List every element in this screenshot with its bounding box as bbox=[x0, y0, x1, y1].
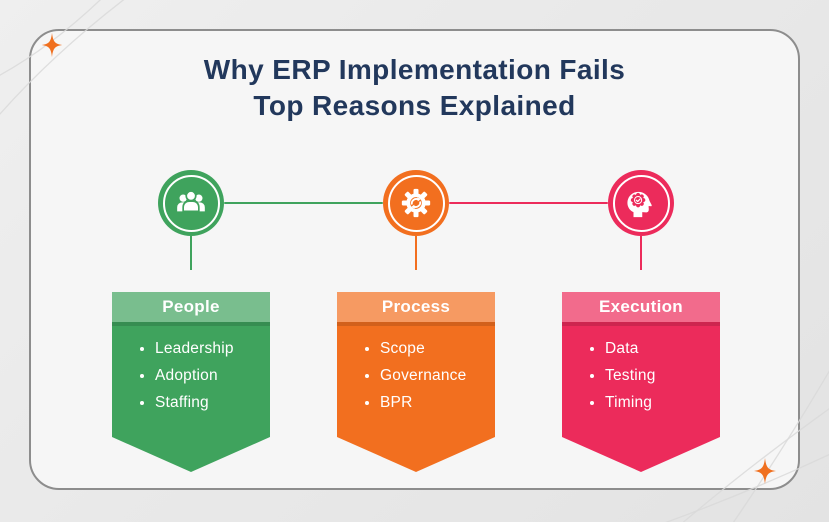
banner-header-execution: Execution bbox=[562, 292, 720, 322]
connector-stem-execution bbox=[639, 236, 643, 270]
connector-stem-process bbox=[414, 236, 418, 270]
list-item: Governance bbox=[365, 362, 487, 389]
list-item-label: Data bbox=[605, 340, 639, 357]
column-execution: Execution Data Testing Timing bbox=[562, 170, 720, 472]
list-item: Data bbox=[590, 335, 712, 362]
connector-line-process-execution bbox=[449, 201, 608, 204]
connector-line-people-process bbox=[224, 201, 383, 204]
bullet-dot bbox=[590, 373, 594, 378]
banner-execution: Execution Data Testing Timing bbox=[562, 292, 720, 472]
bullet-dot bbox=[590, 346, 594, 351]
list-item: Timing bbox=[590, 389, 712, 416]
band-shadow bbox=[562, 322, 720, 326]
banner-people: People Leadership Adoption Staffing bbox=[112, 292, 270, 472]
list-item: Scope bbox=[365, 335, 487, 362]
bullet-dot bbox=[365, 346, 369, 351]
list-item: Testing bbox=[590, 362, 712, 389]
people-circle-badge bbox=[158, 170, 224, 236]
list-item-label: Governance bbox=[380, 367, 467, 384]
banner-label: People bbox=[162, 297, 220, 316]
list-item-label: Adoption bbox=[155, 367, 218, 384]
list-item-label: Leadership bbox=[155, 340, 234, 357]
list-item-label: Timing bbox=[605, 394, 653, 411]
banner-header-process: Process bbox=[337, 292, 495, 322]
title-line-2: Top Reasons Explained bbox=[253, 90, 576, 122]
bullet-dot bbox=[140, 346, 144, 351]
list-item: Staffing bbox=[140, 389, 262, 416]
bullet-dot bbox=[590, 400, 594, 405]
list-item-label: Staffing bbox=[155, 394, 209, 411]
bullet-dot bbox=[365, 400, 369, 405]
band-shadow bbox=[337, 322, 495, 326]
list-item-label: BPR bbox=[380, 394, 413, 411]
execution-circle-badge bbox=[608, 170, 674, 236]
reason-list-process: Scope Governance BPR bbox=[337, 335, 495, 416]
list-item: Leadership bbox=[140, 335, 262, 362]
column-process: Process Scope Governance BPR bbox=[337, 170, 495, 472]
band-shadow bbox=[112, 322, 270, 326]
people-group-icon bbox=[177, 190, 205, 213]
banner-label: Process bbox=[381, 297, 451, 316]
reason-list-execution: Data Testing Timing bbox=[562, 335, 720, 416]
page-title: Why ERP Implementation Fails Top Reasons… bbox=[0, 52, 829, 125]
list-item: Adoption bbox=[140, 362, 262, 389]
reason-list-people: Leadership Adoption Staffing bbox=[112, 335, 270, 416]
list-item-label: Scope bbox=[380, 340, 425, 357]
connector-stem-people bbox=[189, 236, 193, 270]
banner-header-people: People bbox=[112, 292, 270, 322]
list-item: BPR bbox=[365, 389, 487, 416]
column-people: People Leadership Adoption Staffing bbox=[112, 170, 270, 472]
certified-mind-icon bbox=[627, 191, 653, 218]
list-item-label: Testing bbox=[605, 367, 656, 384]
bullet-dot bbox=[365, 373, 369, 378]
process-gear-icon bbox=[401, 188, 431, 218]
banner-process: Process Scope Governance BPR bbox=[337, 292, 495, 472]
bullet-dot bbox=[140, 373, 144, 378]
banner-label: Execution bbox=[599, 297, 683, 316]
process-circle-badge bbox=[383, 170, 449, 236]
title-line-1: Why ERP Implementation Fails bbox=[203, 54, 626, 85]
bullet-dot bbox=[140, 400, 144, 405]
